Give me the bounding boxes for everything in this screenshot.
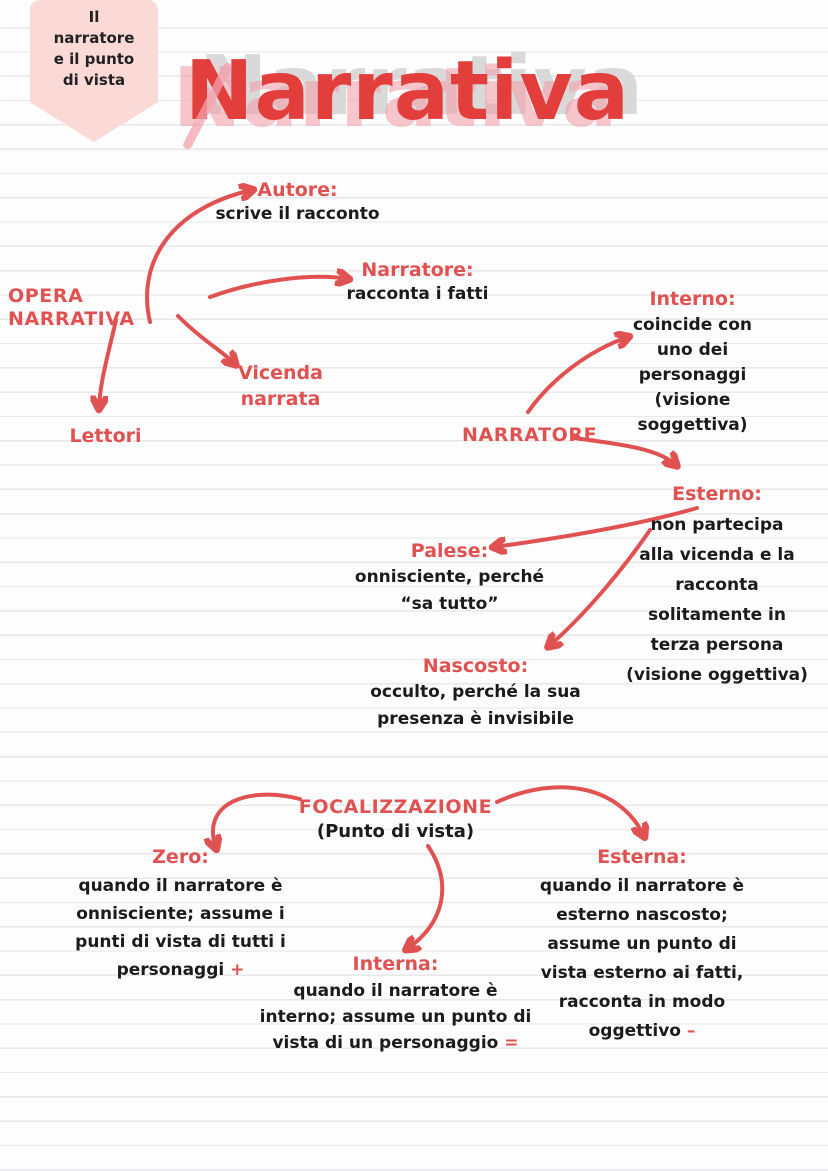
node-esterno: Esterno: non partecipa alla vicenda e la… bbox=[607, 483, 827, 690]
page-title-main: Narrativa bbox=[184, 44, 631, 139]
node-interna-desc: quando il narratore è interno; assume un… bbox=[253, 975, 538, 1056]
node-autore: Autore: scrive il racconto bbox=[180, 179, 415, 227]
node-narratore-caps: NARRATORE bbox=[462, 424, 598, 446]
arrow-opera-to-narratore bbox=[208, 277, 348, 299]
node-zero-label: Zero: bbox=[152, 846, 209, 868]
node-focalizzazione-sub: (Punto di vista) bbox=[316, 821, 475, 842]
node-narratore-label: Narratore: bbox=[361, 259, 474, 281]
page-title: Narrativa Narrativa Narrativa bbox=[165, 36, 650, 156]
node-esterna-desc: quando il narratore è esterno nascosto; … bbox=[527, 868, 757, 1046]
node-esterna-suffix: – bbox=[686, 1021, 696, 1041]
node-zero: Zero: quando il narratore è onnisciente;… bbox=[58, 846, 303, 984]
node-nascosto-label: Nascosto: bbox=[422, 655, 529, 677]
node-autore-desc: scrive il racconto bbox=[215, 204, 380, 224]
node-lettori: Lettori bbox=[69, 425, 142, 447]
node-vicenda-narrata: Vicenda narrata bbox=[238, 362, 323, 410]
arrow-foc-to-esterna bbox=[495, 785, 644, 836]
node-opera-narrativa: OPERA NARRATIVA bbox=[8, 285, 135, 330]
node-interno-desc: coincide con uno dei personaggi (visione… bbox=[632, 315, 753, 435]
node-esterno-desc: non partecipa alla vicenda e la racconta… bbox=[626, 515, 808, 685]
node-esterna-label: Esterna: bbox=[597, 846, 687, 868]
arrow-foc-to-interna bbox=[407, 844, 445, 949]
node-esterna-desc-text: quando il narratore è esterno nascosto; … bbox=[539, 876, 745, 1041]
node-nascosto: Nascosto: occulto, perché la sua presenz… bbox=[358, 655, 593, 733]
node-interno: Interno: coincide con uno dei personaggi… bbox=[605, 288, 780, 438]
node-focalizzazione-label: FOCALIZZAZIONE bbox=[298, 796, 493, 818]
node-palese-desc: onnisciente, perché “sa tutto” bbox=[354, 567, 545, 614]
node-esterna: Esterna: quando il narratore è esterno n… bbox=[527, 846, 757, 1046]
corner-note-banner: Il narratore e il punto di vista bbox=[30, 0, 158, 142]
node-narratore-desc: racconta i fatti bbox=[346, 284, 489, 304]
node-interno-label: Interno: bbox=[649, 288, 736, 310]
node-autore-label: Autore: bbox=[257, 179, 338, 201]
node-palese-label: Palese: bbox=[410, 540, 489, 562]
node-interna-suffix: = bbox=[504, 1033, 519, 1053]
corner-note-text: Il narratore e il punto di vista bbox=[53, 8, 135, 89]
node-nascosto-desc: occulto, perché la sua presenza è invisi… bbox=[370, 682, 581, 729]
node-esterno-label: Esterno: bbox=[672, 483, 762, 505]
node-zero-desc: quando il narratore è onnisciente; assum… bbox=[58, 868, 303, 984]
node-interna-label: Interna: bbox=[352, 953, 439, 975]
node-interna: Interna: quando il narratore è interno; … bbox=[253, 953, 538, 1056]
node-narratore: Narratore: racconta i fatti bbox=[330, 259, 505, 307]
arrow-opera-to-lettori bbox=[99, 318, 118, 408]
arrow-foc-to-zero bbox=[213, 792, 302, 848]
page-title-pink-layer: Narrativa bbox=[172, 51, 619, 146]
node-focalizzazione: FOCALIZZAZIONE (Punto di vista) bbox=[298, 796, 493, 845]
page-title-shadow: Narrativa bbox=[198, 39, 645, 134]
node-zero-suffix: + bbox=[230, 960, 245, 980]
node-zero-desc-text: quando il narratore è onnisciente; assum… bbox=[75, 876, 286, 980]
node-interna-desc-text: quando il narratore è interno; assume un… bbox=[259, 981, 532, 1053]
node-palese: Palese: onnisciente, perché “sa tutto” bbox=[337, 540, 562, 618]
